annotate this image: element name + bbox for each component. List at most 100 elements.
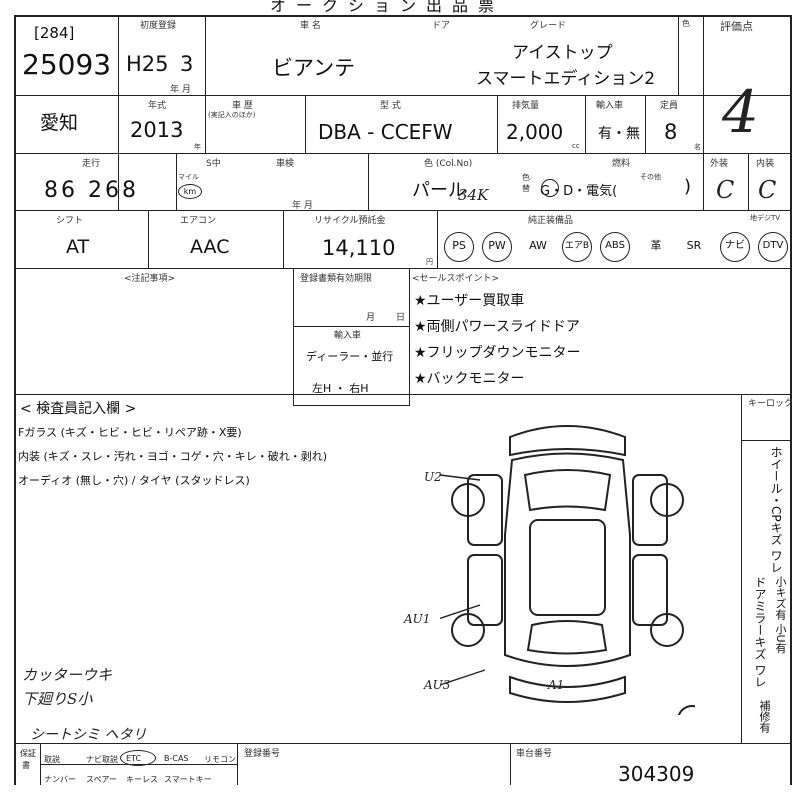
year-label: 年	[194, 143, 201, 151]
score-label: 評価点	[720, 20, 753, 33]
key-lock-label: キーロック	[748, 399, 794, 409]
footer-navi-manual: ナビ取説	[86, 755, 118, 764]
mileage-unit-alt: マイル	[178, 173, 199, 181]
sheet-header: オークション出品票	[270, 0, 505, 15]
footer-warranty-1: 保証	[20, 749, 36, 758]
fuel-g-circle	[541, 179, 559, 197]
footer-smartkey: スマートキー	[164, 775, 212, 784]
color-code: 34K	[458, 186, 489, 204]
shaken-flag-label: S中	[206, 159, 221, 169]
right-rear-wheel	[650, 613, 684, 647]
notes-label: <注記事項>	[124, 274, 176, 284]
sales-point-3: ★フリップダウンモニター	[414, 345, 581, 361]
frame-right	[790, 15, 792, 785]
hw-note-2: 下廻りS小	[22, 690, 93, 708]
left-rear-wheel	[451, 613, 485, 647]
footer-keyless: キーレス	[126, 775, 158, 784]
frame-left	[14, 15, 16, 785]
aircon-label: エアコン	[180, 216, 217, 226]
equip-navi: ナビ	[720, 232, 750, 262]
persons-label: 名	[694, 143, 701, 151]
right-rear-panel	[632, 554, 668, 626]
recycle-fee: 14,110	[322, 236, 396, 260]
registration-label: 車 歴	[232, 101, 253, 111]
equip-sr: SR	[686, 239, 702, 252]
legend-wheel: ホイール・CPキズ ワレ	[769, 446, 783, 574]
equip-aw: AW	[529, 239, 547, 252]
capacity-label: 定員	[660, 101, 679, 111]
dealer-parallel: ディーラー・並行	[306, 350, 394, 363]
hw-note-3: シートシミ ヘタリ	[30, 727, 147, 743]
fuel-other-label: その他	[640, 173, 661, 181]
rear-window	[526, 620, 608, 655]
equip-abs: ABS	[600, 232, 630, 262]
damage-u2: U2	[424, 470, 442, 484]
import-car-label: 輸入車	[334, 331, 362, 341]
cc-label: cc	[572, 142, 580, 150]
import-flag: 有・無	[598, 126, 640, 142]
dtv-label: 地デジTV	[750, 214, 781, 222]
color-change-label: 色替	[522, 173, 530, 193]
windshield	[523, 469, 612, 512]
registration-sub: (実記入のほか)	[208, 111, 256, 119]
shaken-ym: 年 月	[292, 201, 313, 211]
model-code: DBA - CCEFW	[318, 120, 453, 144]
first-reg-era: H25	[126, 52, 169, 76]
lot-number: 25093	[22, 48, 112, 81]
footer-etc: ETC	[126, 754, 142, 763]
score-value: 4	[722, 78, 759, 146]
model-label: 型 式	[380, 101, 401, 111]
shaken-label: 車検	[276, 159, 295, 169]
fuel-label: 燃料	[612, 159, 631, 169]
first-reg-ym: 年 月	[170, 85, 191, 95]
model-year-label: 年式	[148, 101, 167, 111]
first-reg-month: 3	[180, 52, 194, 76]
first-reg-label: 初度登録	[140, 21, 177, 31]
footer-warranty-2: 書	[22, 761, 30, 770]
month-label: 月	[366, 313, 376, 323]
left-front-panel	[467, 474, 503, 546]
sales-points-label: <セールスポイント>	[412, 274, 500, 284]
equip-airbag: エアB	[562, 232, 592, 262]
legend-repair: 補修有	[758, 700, 771, 733]
grade-label: グレード	[530, 21, 567, 31]
equipment-label: 純正装備品	[528, 216, 574, 226]
day-label: 日	[396, 313, 406, 323]
roof	[529, 519, 606, 616]
displacement-label: 排気量	[512, 101, 540, 111]
body-outline	[504, 452, 631, 667]
footer-number: ナンバー	[44, 775, 76, 784]
reg-number-label: 登録番号	[244, 749, 281, 759]
footer-remote: リモコン	[204, 755, 236, 764]
mileage-unit: km	[178, 184, 202, 199]
rear-bumper	[509, 675, 626, 703]
footer-etc-circle	[120, 750, 156, 766]
equip-ps: PS	[444, 232, 474, 262]
equip-pw: PW	[482, 232, 512, 262]
color-code-label: 色	[682, 19, 690, 28]
reg-expiry-label: 登録書類有効期限	[300, 274, 373, 284]
footer-spare: スペアー	[86, 775, 117, 784]
footer-manual: 取説	[44, 755, 60, 764]
shift-label: シフト	[56, 216, 84, 226]
mileage: 86 268	[44, 178, 139, 203]
region: 愛知	[40, 112, 79, 134]
legend-minor: 小キズ有 小U有	[774, 576, 787, 654]
import-label: 輸入車	[596, 101, 624, 111]
equip-leather: 革	[650, 239, 662, 252]
car-name-label: 車 名	[300, 21, 321, 31]
interior-grade: C	[758, 176, 777, 204]
shift: AT	[66, 236, 90, 258]
right-front-wheel	[650, 483, 684, 517]
legend-mirror: ドアミラーキズ ワレ	[753, 576, 767, 688]
chassis-number-label: 車台番号	[516, 749, 553, 759]
recycle-label: リサイクル預託金	[314, 216, 386, 226]
interior-label: 内装	[756, 159, 775, 169]
inspector-line-3: オーディオ (無し・穴) / タイヤ (スタッドレス)	[18, 474, 250, 487]
exterior-label: 外装	[710, 159, 729, 169]
car-name: ビアンテ	[272, 56, 356, 80]
fuel-options: G・D・電気(	[540, 184, 618, 199]
model-year: 2013	[130, 118, 184, 142]
aircon: AAC	[190, 236, 230, 258]
mileage-label: 走行	[82, 159, 101, 169]
